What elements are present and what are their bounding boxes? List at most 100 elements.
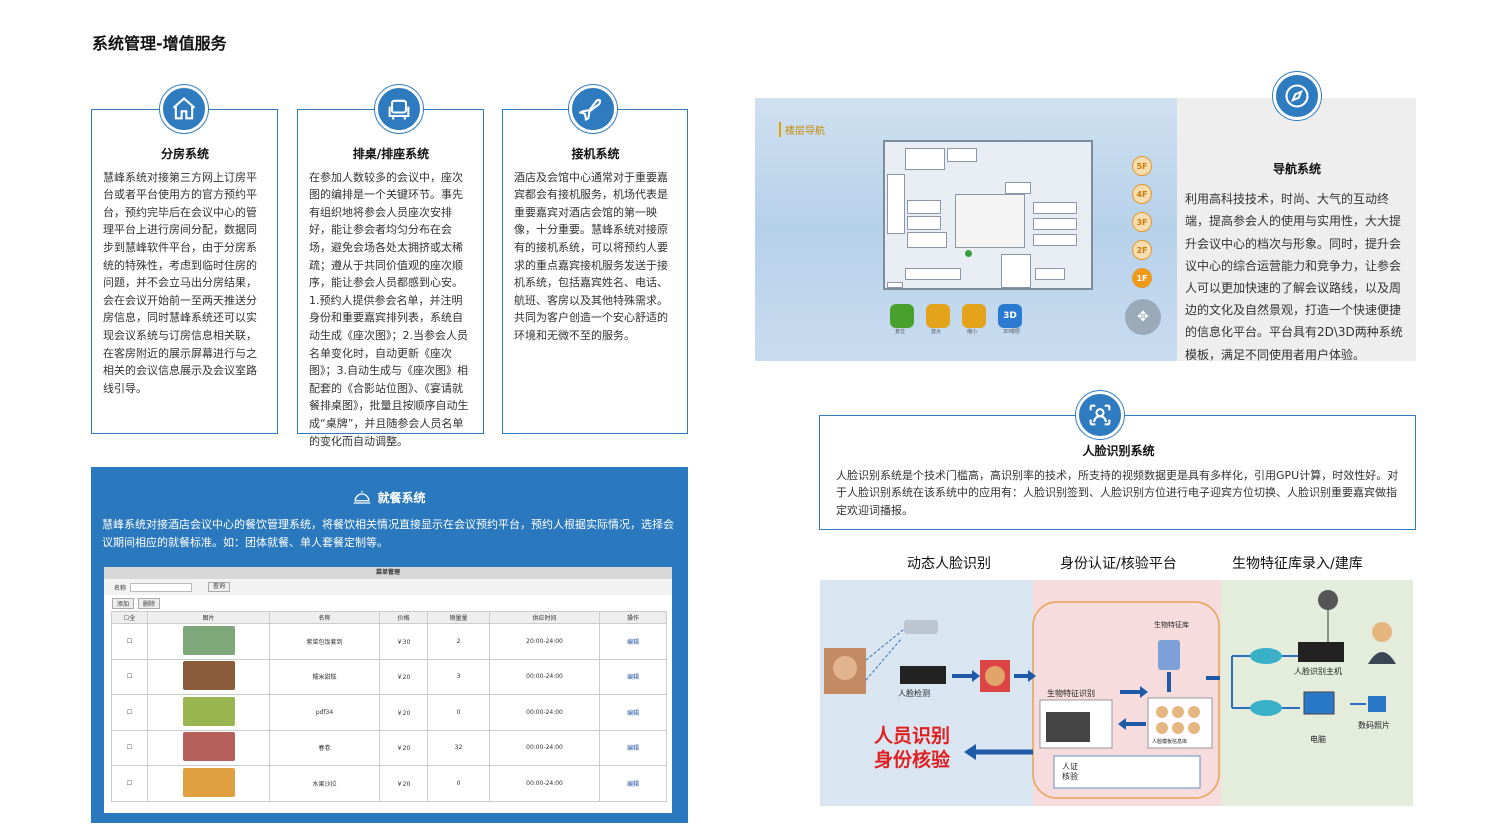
dish-price: ￥30 xyxy=(379,623,428,660)
face-detect-label: 人脸检测 xyxy=(898,689,930,698)
dish-photo xyxy=(147,623,270,660)
edit-link[interactable]: 编辑 xyxy=(599,694,667,731)
dish-name: 糯米甜糕 xyxy=(269,658,380,695)
bio-db-label: 生物特征库 xyxy=(1154,621,1189,629)
dish-photo xyxy=(147,765,270,802)
camera-icon xyxy=(904,620,938,634)
row-checkbox[interactable]: ☐ xyxy=(111,694,148,731)
dish-name: 水果沙拉 xyxy=(269,765,380,802)
face-scan-icon xyxy=(1076,391,1124,439)
diagram-canvas xyxy=(820,580,1413,806)
floor-button-4f[interactable]: 4F xyxy=(1132,184,1152,204)
face-template-label: 人脸模板信息库 xyxy=(1152,739,1188,745)
row-checkbox[interactable]: ☐ xyxy=(111,658,148,695)
dining-text: 慧峰系统对接酒店会议中心的餐饮管理系统，将餐饮相关情况直接显示在会议预约平台，预… xyxy=(102,518,674,549)
dish-photo xyxy=(147,658,270,695)
router-icon xyxy=(1250,648,1282,664)
cloche-icon xyxy=(353,489,371,508)
router-icon xyxy=(1250,700,1282,716)
supply-time: 00:00-24:00 xyxy=(489,729,600,766)
section-header-dynamic-face: 动态人脸识别 xyxy=(907,556,991,572)
bio-match-label: 生物特征识别 xyxy=(1047,689,1095,698)
slogan: 人员识别 身份核验 xyxy=(874,725,951,771)
pan-control[interactable]: ✥ xyxy=(1125,299,1161,335)
column-header: 图片 xyxy=(147,611,270,624)
dish-sales: 0 xyxy=(427,765,490,802)
map-label: 楼层导航 xyxy=(779,122,825,137)
dish-sales: 3 xyxy=(427,658,490,695)
edit-link[interactable]: 编辑 xyxy=(599,623,667,660)
column-header: 操作 xyxy=(599,611,667,624)
webcam-icon xyxy=(1318,590,1338,610)
edit-link[interactable]: 编辑 xyxy=(599,729,667,766)
nav-title: 导航系统 xyxy=(1272,162,1321,176)
section-header-identity-platform: 身份认证/核验平台 xyxy=(1060,556,1177,572)
navigation-system-panel: 导航系统 利用高科技技术，时尚、大气的互动终端，提高参会人的使用与实用性，大大提… xyxy=(1177,98,1416,362)
seat-icon xyxy=(375,85,423,133)
column-header: ☐全 xyxy=(111,611,148,624)
page-title: 系统管理-增值服务 xyxy=(92,34,227,53)
face-title: 人脸识别系统 xyxy=(1082,444,1155,458)
floor-button-3f[interactable]: 3F xyxy=(1132,212,1152,232)
nav-text: 利用高科技技术，时尚、大气的互动终端，提高参会人的使用与实用性，大大提升会议中心… xyxy=(1185,192,1403,362)
query-button[interactable]: 查询 xyxy=(208,582,231,592)
plane-icon xyxy=(569,85,617,133)
dish-sales: 2 xyxy=(427,623,490,660)
tool-caption: 放大 xyxy=(931,329,942,335)
menu-header: 菜单管理 xyxy=(104,567,672,579)
dish-name: 紫菜包饭套到 xyxy=(269,623,380,660)
row-checkbox[interactable]: ☐ xyxy=(111,623,148,660)
floor-button-1f[interactable]: 1F xyxy=(1132,268,1152,288)
section-header-biometric-db: 生物特征库录入/建库 xyxy=(1232,556,1363,572)
face-recognition-card: 人脸识别系统 人脸识别系统是个技术门槛高，高识别率的技术，所支持的视频数据更是具… xyxy=(819,415,1416,530)
id-verify-box xyxy=(1053,755,1201,789)
tool-caption: 复位 xyxy=(895,329,906,335)
face-text: 人脸识别系统是个技术门槛高，高识别率的技术，所支持的视频数据更是具有多样化，引用… xyxy=(836,468,1399,517)
reset-icon[interactable] xyxy=(890,304,914,328)
supply-time: 20:00-24:00 xyxy=(489,623,600,660)
id-verify-label: 人证核验 xyxy=(1062,762,1078,781)
name-search-input[interactable] xyxy=(130,582,193,592)
dish-sales: 32 xyxy=(427,729,490,766)
zoom-in-icon[interactable] xyxy=(926,304,950,328)
column-header: 价格 xyxy=(379,611,428,624)
add-button[interactable]: 添加 xyxy=(112,597,135,609)
dish-photo xyxy=(147,729,270,766)
room-allocation-card: 分房系统 慧峰系统对接第三方网上订房平台或者平台使用方的官方预约平台，预约完毕后… xyxy=(91,109,278,434)
dish-photo xyxy=(147,694,270,731)
row-checkbox[interactable]: ☐ xyxy=(111,729,148,766)
pc-label: 电脑 xyxy=(1310,735,1326,744)
supply-time: 00:00-24:00 xyxy=(489,765,600,802)
floor-button-2f[interactable]: 2F xyxy=(1132,240,1152,260)
delete-button[interactable]: 删除 xyxy=(138,597,161,609)
edit-link[interactable]: 编辑 xyxy=(599,765,667,802)
floor-plan[interactable] xyxy=(883,140,1093,290)
3d-icon[interactable]: 3D xyxy=(998,304,1022,328)
photo-label: 数码照片 xyxy=(1358,721,1390,730)
card-text: 酒店及会馆中心通常对于重要嘉宾都会有接机服务，机场代表是重要嘉宾对酒店会馆的第一… xyxy=(514,170,668,342)
seating-card: 排桌/排座系统 在参加人数较多的会议中，座次图的编排是一个关键环节。事先有组织地… xyxy=(297,109,484,448)
person-icon xyxy=(1372,622,1392,642)
dish-name: pdf34 xyxy=(269,694,380,731)
search-label: 名称 xyxy=(114,584,127,592)
card-title: 排桌/排座系统 xyxy=(352,147,430,161)
column-header: 名称 xyxy=(269,611,380,624)
dish-price: ￥20 xyxy=(379,729,428,766)
row-checkbox[interactable]: ☐ xyxy=(111,765,148,802)
card-title: 接机系统 xyxy=(571,147,620,161)
supply-time: 00:00-24:00 xyxy=(489,694,600,731)
database-icon xyxy=(1158,640,1180,670)
host-server-icon xyxy=(1298,642,1344,662)
compass-icon xyxy=(1273,72,1321,120)
floor-button-5f[interactable]: 5F xyxy=(1132,156,1152,176)
edit-link[interactable]: 编辑 xyxy=(599,658,667,695)
zoom-out-icon[interactable] xyxy=(962,304,986,328)
airport-pickup-card: 接机系统 酒店及会馆中心通常对于重要嘉宾都会有接机服务，机场代表是重要嘉宾对酒店… xyxy=(502,109,688,434)
